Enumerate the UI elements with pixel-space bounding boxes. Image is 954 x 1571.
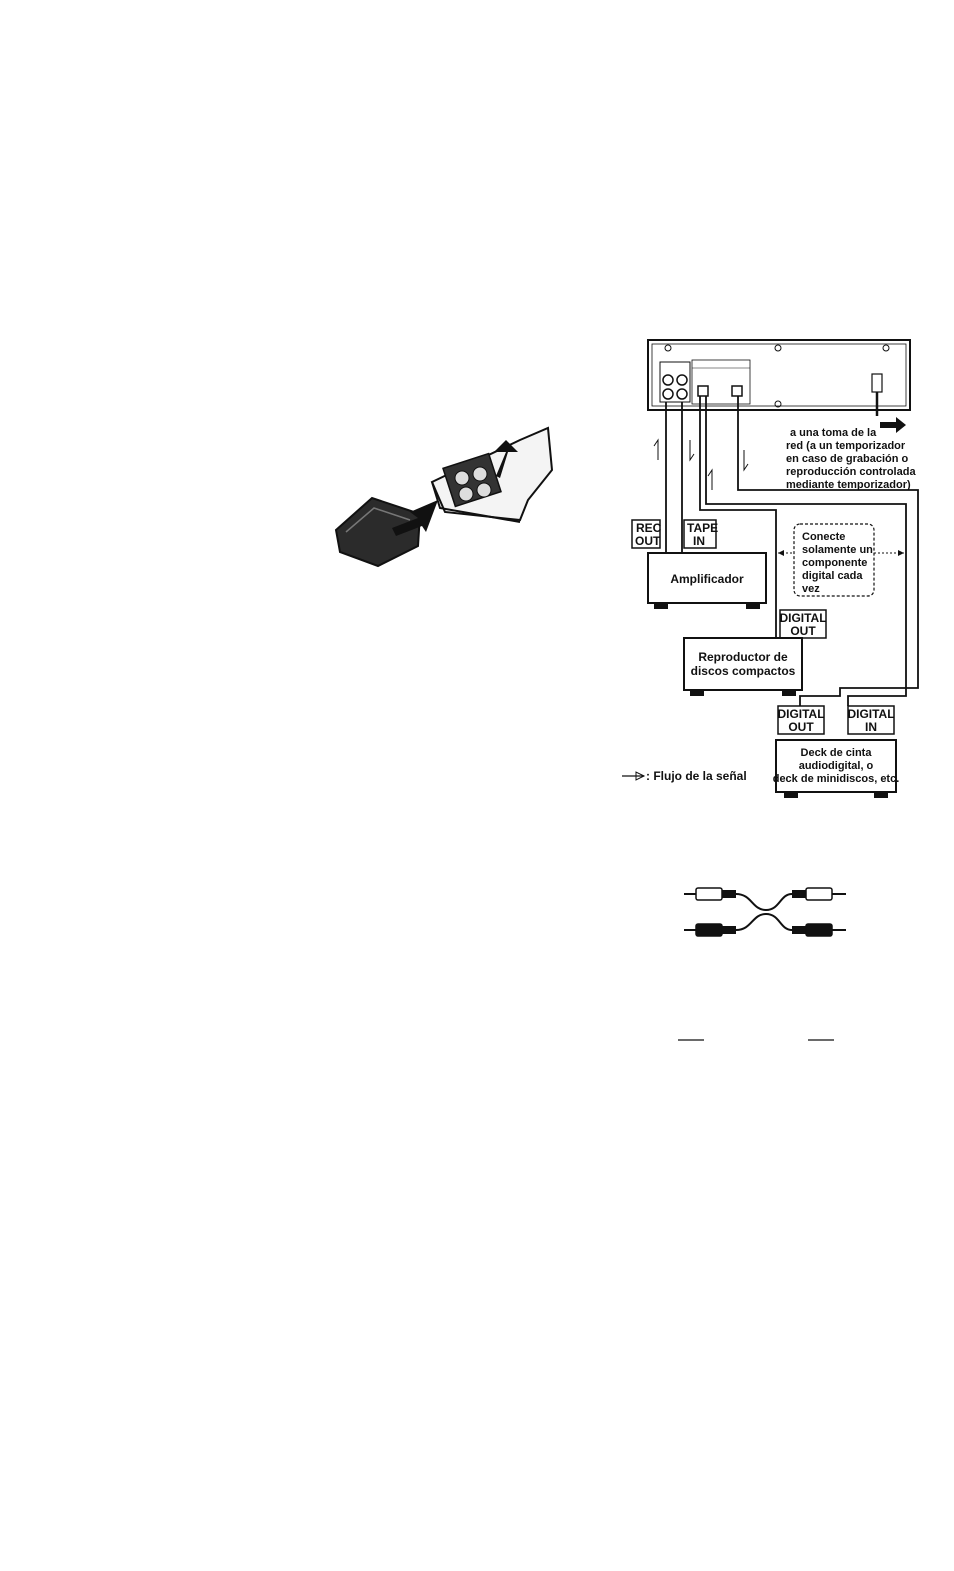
arrow-icon — [880, 417, 906, 433]
digital-in-deck-label: DIGITAL IN — [847, 705, 895, 735]
svg-text:TAPE: TAPE — [687, 521, 718, 535]
svg-text:Reproductor de: Reproductor de — [698, 650, 788, 664]
power-note: a una toma de la red (a un temporizador … — [786, 427, 916, 491]
jack-icon — [662, 388, 674, 400]
jack-icon — [662, 374, 674, 386]
svg-text:audiodigital, o: audiodigital, o — [799, 760, 874, 772]
svg-text:DIGITAL: DIGITAL — [779, 611, 826, 625]
svg-text:digital cada: digital cada — [802, 570, 863, 582]
connection-diagram: a una toma de la red (a un temporizador … — [622, 339, 919, 798]
svg-text:reproducción controlada: reproducción controlada — [786, 466, 916, 478]
arrow-icon — [392, 440, 518, 536]
svg-text:DIGITAL: DIGITAL — [847, 707, 894, 721]
svg-text:: Flujo de la señal: : Flujo de la señal — [646, 769, 747, 783]
svg-text:OUT: OUT — [790, 624, 816, 638]
svg-text:REC: REC — [636, 521, 662, 535]
svg-text:IN: IN — [865, 720, 877, 734]
screw-icon — [774, 400, 782, 408]
screw-icon — [882, 344, 890, 352]
tape-in-label: TAPE IN — [683, 519, 718, 549]
svg-text:vez: vez — [802, 583, 820, 595]
audio-cable-icon — [684, 887, 846, 937]
svg-text:IN: IN — [693, 534, 705, 548]
signal-wires — [665, 396, 919, 706]
svg-text:Deck de cinta: Deck de cinta — [801, 747, 873, 759]
remote-battery-illustration — [334, 426, 554, 568]
optical-out-jack-icon — [731, 385, 743, 397]
optical-in-jack-icon — [697, 385, 709, 397]
svg-text:mediante temporizador): mediante temporizador) — [786, 479, 911, 491]
svg-text:Amplificador: Amplificador — [670, 572, 744, 586]
screw-icon — [664, 344, 672, 352]
screw-icon — [774, 344, 782, 352]
digital-out-deck-label: DIGITAL OUT — [777, 705, 825, 735]
remote-control-icon — [430, 426, 554, 523]
signal-flow-legend: : Flujo de la señal — [622, 769, 747, 783]
svg-text:OUT: OUT — [635, 534, 661, 548]
svg-text:deck de minidiscos, etc.: deck de minidiscos, etc. — [773, 773, 900, 785]
jack-icon — [676, 374, 688, 386]
svg-text:solamente un: solamente un — [802, 544, 873, 556]
svg-text:discos compactos: discos compactos — [691, 664, 796, 678]
jack-icon — [676, 388, 688, 400]
svg-text:componente: componente — [802, 557, 867, 569]
svg-text:red (a un temporizador: red (a un temporizador — [786, 440, 906, 452]
svg-text:en caso de grabación o: en caso de grabación o — [786, 453, 909, 465]
rear-panel — [647, 339, 911, 433]
signal-arrow-icon — [622, 771, 646, 781]
battery-cover-icon — [334, 496, 422, 568]
amplifier-box: Amplificador — [647, 552, 767, 609]
signal-arrows — [653, 438, 749, 490]
rec-out-label: REC OUT — [631, 519, 662, 549]
svg-text:Conecte: Conecte — [802, 531, 845, 543]
cd-player-box: Reproductor de discos compactos — [683, 637, 803, 696]
svg-text:DIGITAL: DIGITAL — [777, 707, 824, 721]
deck-box: Deck de cinta audiodigital, o deck de mi… — [773, 739, 900, 798]
svg-text:a una toma de la: a una toma de la — [790, 427, 877, 439]
svg-text:OUT: OUT — [788, 720, 814, 734]
digital-out-cd-label: DIGITAL OUT — [779, 609, 827, 639]
note-box: Conecte solamente un componente digital … — [778, 523, 904, 597]
